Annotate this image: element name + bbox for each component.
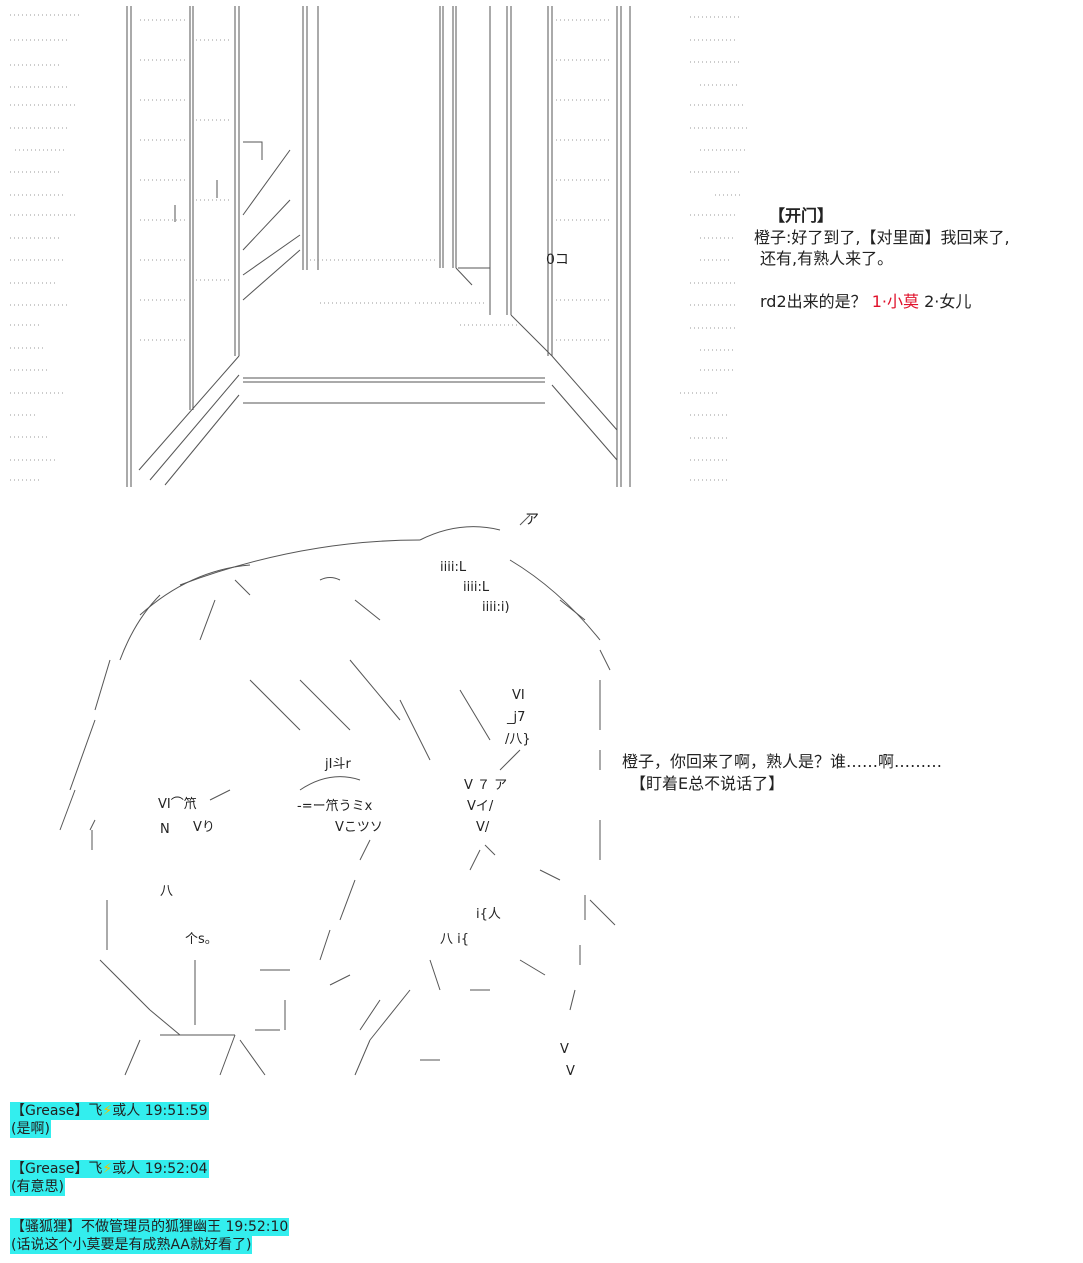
ascii-glyph: _j7 [507, 710, 526, 725]
ascii-glyph: 八 i{ [440, 932, 470, 947]
timestamp: 19:52:10 [225, 1219, 289, 1235]
chat-header: 【Grease】飞⚡或人 19:52:04 [10, 1160, 209, 1178]
timestamp: 19:52:04 [144, 1161, 208, 1177]
ascii-glyph: Vイ/ [467, 799, 494, 814]
ascii-glyph: iiii:L [463, 580, 490, 595]
chat-message: (话说这个小莫要是有成熟AA就好看了) [10, 1236, 253, 1254]
door-sign: 0コ [546, 252, 569, 268]
user-tag: 【骚狐狸】 [11, 1219, 81, 1235]
chat-header: 【Grease】飞⚡或人 19:51:59 [10, 1102, 209, 1120]
lightning-icon: ⚡ [102, 1161, 113, 1177]
chat-message: (有意思) [10, 1178, 65, 1196]
user-name: 飞 [88, 1161, 103, 1177]
narration-line-2: 还有,有熟人来了。 [760, 249, 894, 268]
user-tag: 【Grease】 [11, 1103, 89, 1119]
ascii-glyph: V ７ ア [464, 778, 508, 793]
open-door-label: 【开门】 [769, 206, 834, 225]
user-name: 不做管理员的狐狸幽王 [81, 1219, 221, 1235]
dialogue-line-1: 橙子，你回来了啊，熟人是？谁……啊……… [622, 752, 943, 771]
ascii-glyph: 八 [160, 884, 174, 899]
user-name: 飞 [88, 1103, 103, 1119]
ascii-glyph: /八} [505, 732, 531, 747]
chat-entry: 【Grease】飞⚡或人 19:51:59 (是啊) [10, 1102, 209, 1138]
ascii-glyph: N [160, 822, 170, 837]
chat-entry: 【Grease】飞⚡或人 19:52:04 (有意思) [10, 1160, 209, 1196]
chat-entry: 【骚狐狸】不做管理员的狐狸幽王 19:52:10 (话说这个小莫要是有成熟AA就… [10, 1218, 290, 1254]
ascii-glyph: ア [525, 512, 539, 528]
question-prefix: rd2出来的是？ [760, 292, 867, 311]
ascii-glyph: V [566, 1064, 575, 1079]
ascii-glyph: VI [512, 688, 525, 703]
ascii-glyph: iiii:L [440, 560, 467, 575]
ascii-glyph: V/ [476, 820, 490, 835]
user-name-suffix: 或人 [112, 1161, 141, 1177]
chat-message: (是啊) [10, 1120, 51, 1138]
narration-line-1: 橙子:好了到了,【对里面】我回来了, [754, 228, 1010, 247]
ascii-glyph: iiii:i) [482, 600, 510, 615]
option-1: 1·小莫 [871, 292, 920, 311]
timestamp: 19:51:59 [144, 1103, 208, 1119]
mouth: 个s。 [185, 932, 218, 947]
lightning-icon: ⚡ [102, 1103, 113, 1119]
right-eye: -=ー笊うミx [297, 799, 373, 814]
option-2: 2·女儿 [924, 292, 972, 311]
ascii-glyph: V [560, 1042, 569, 1057]
chat-header: 【骚狐狸】不做管理员的狐狸幽王 19:52:10 [10, 1218, 290, 1236]
left-eye: VI⌒笊 [158, 797, 197, 812]
ascii-glyph: jI斗r [325, 757, 351, 772]
user-tag: 【Grease】 [11, 1161, 89, 1177]
ascii-glyph: Vこツソ [335, 820, 383, 835]
ascii-glyph: Vり [193, 820, 215, 835]
ascii-glyph: i{人 [476, 907, 501, 922]
dialogue-line-2: 【盯着E总不说话了】 [630, 774, 785, 793]
user-name-suffix: 或人 [112, 1103, 141, 1119]
choice-question: rd2出来的是？ 1·小莫 2·女儿 [760, 292, 971, 312]
